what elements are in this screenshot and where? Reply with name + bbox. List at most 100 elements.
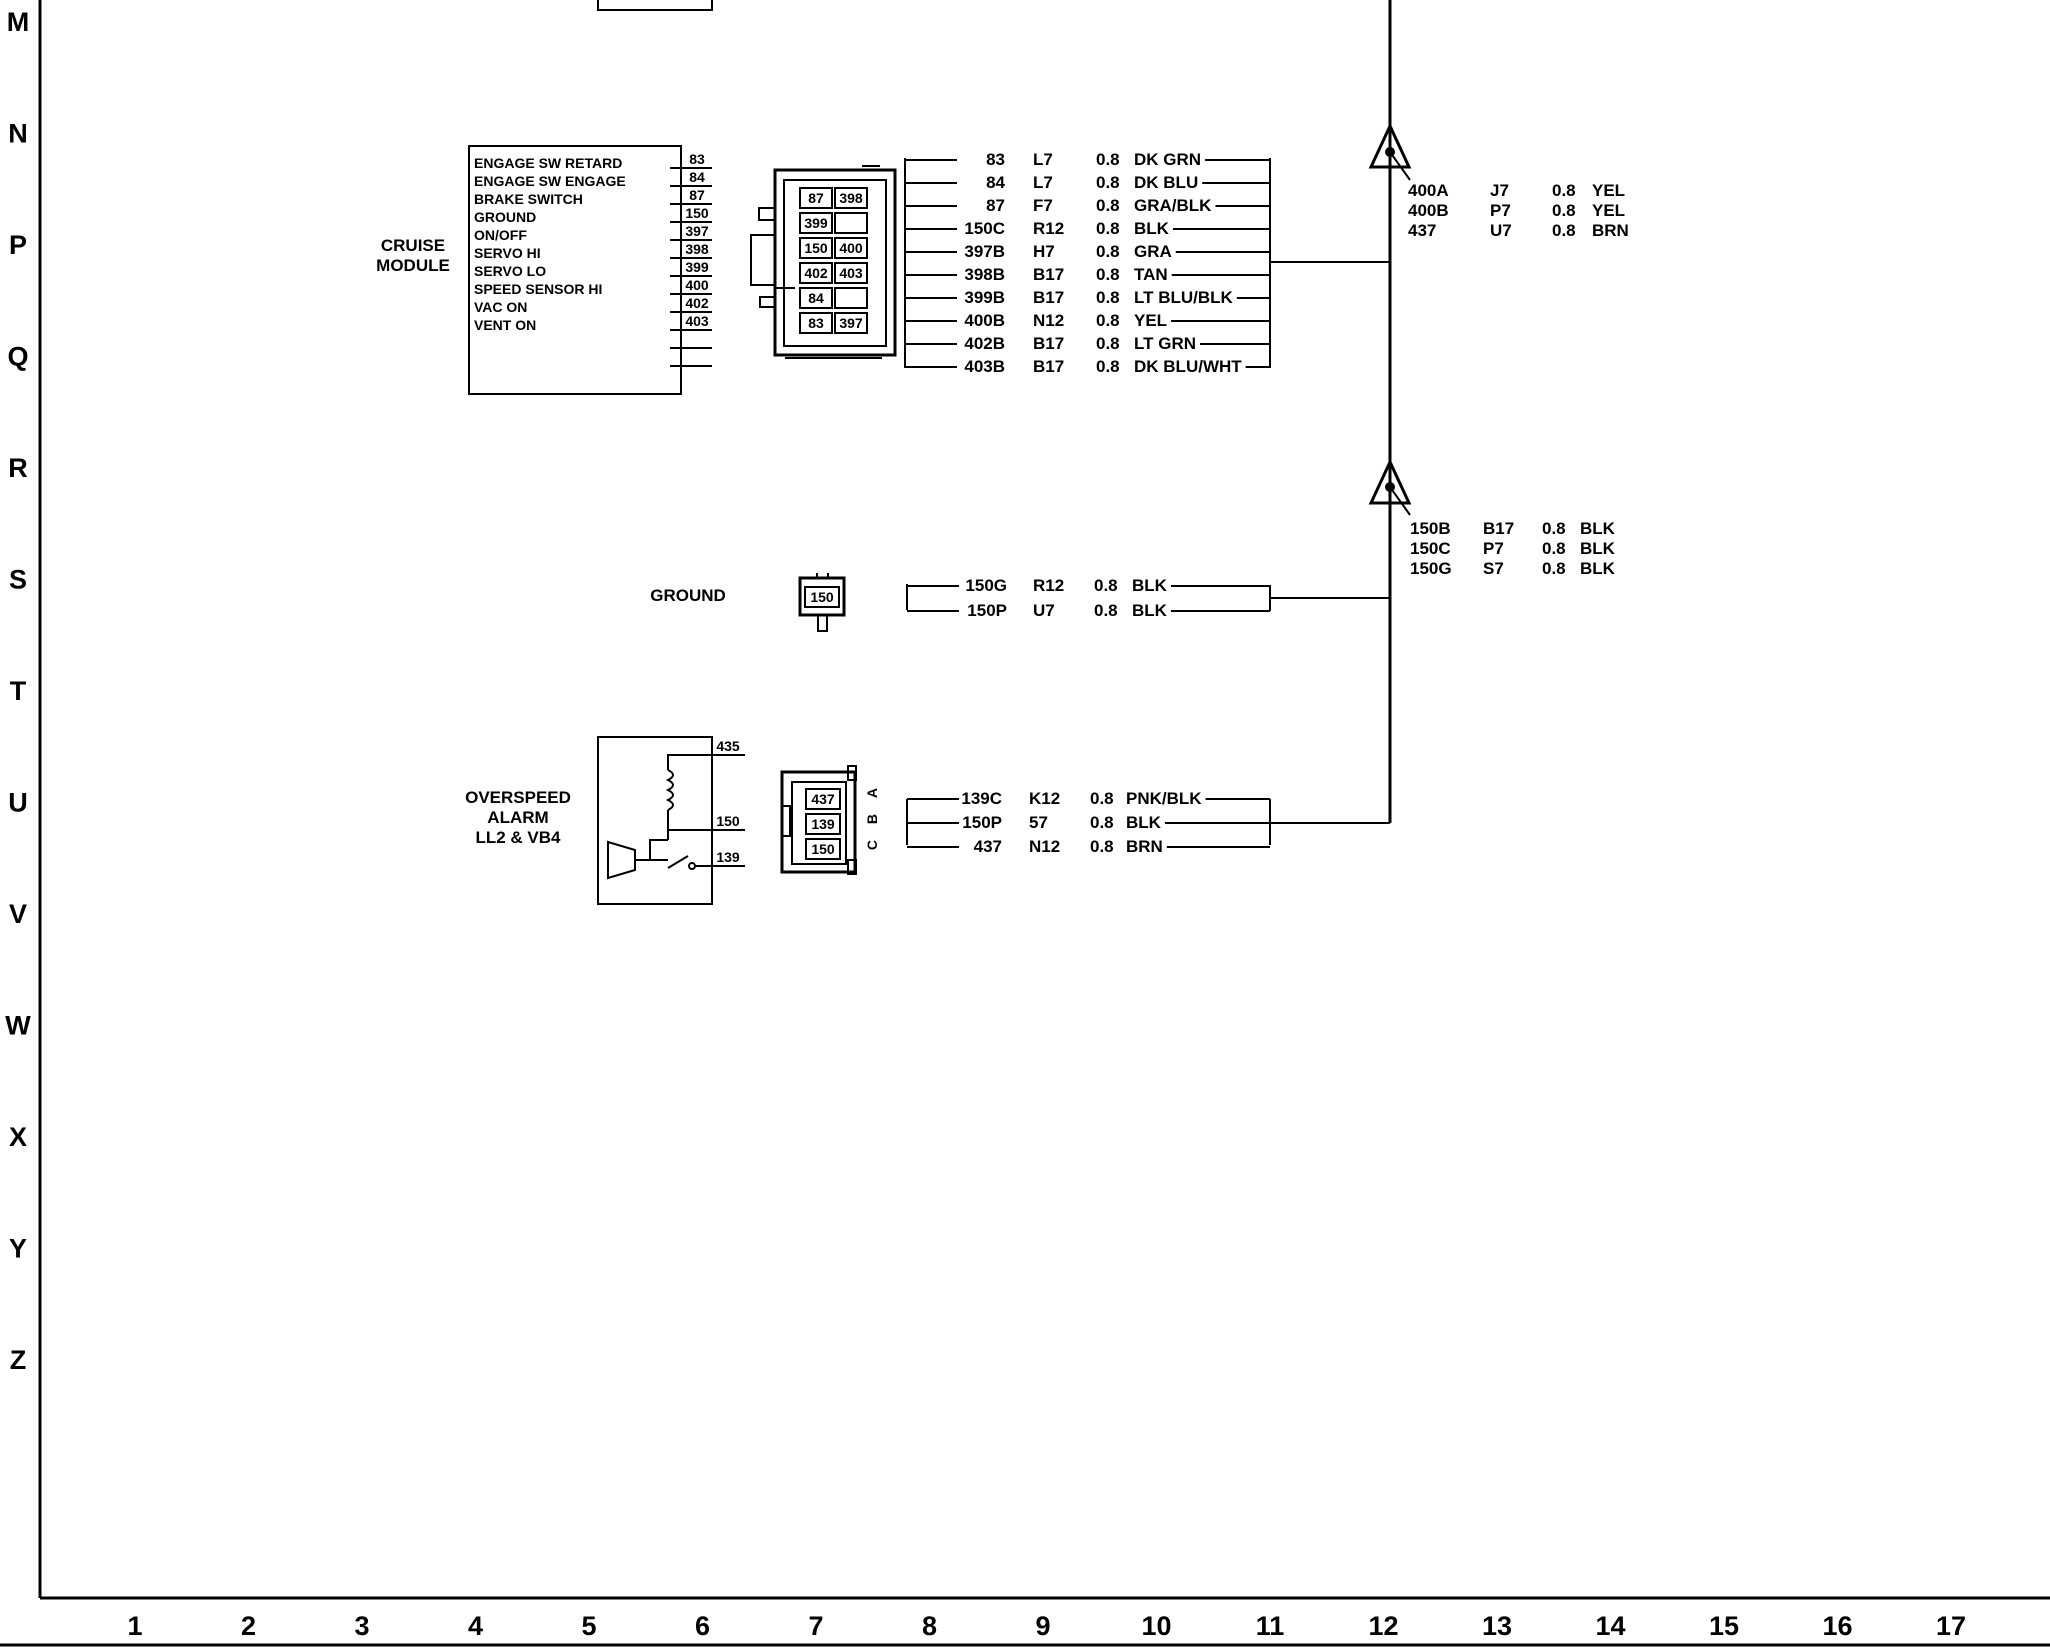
cruise-pin-name: SERVO HI: [474, 245, 541, 261]
grid-row-label: M: [7, 7, 30, 37]
grid-row-label: X: [9, 1122, 27, 1152]
cruise-wire-color: DK BLU/WHT: [1134, 357, 1242, 376]
grid-col-label: 8: [922, 1611, 937, 1641]
alarm-wire-size: 0.8: [1090, 813, 1114, 832]
ground-wire-circuit: 150G: [965, 576, 1007, 595]
alarm-connector-cell: [805, 813, 841, 835]
grid-col-label: 9: [1035, 1611, 1050, 1641]
splice-lower-circuit: 150C: [1410, 539, 1451, 558]
cruise-pin-number: 402: [685, 295, 709, 311]
ground-wire-color: BLK: [1132, 576, 1168, 595]
cruise-connector-cell: [834, 287, 868, 309]
cruise-wire-color: BLK: [1134, 219, 1170, 238]
cruise-connector-cell: [799, 187, 833, 209]
cruise-wire-location: R12: [1033, 219, 1064, 238]
alarm-label-line1: OVERSPEED: [465, 788, 571, 807]
ground-wire-color: BLK: [1132, 601, 1168, 620]
alarm-connector-letters: ABC: [864, 788, 880, 850]
grid-col-label: 6: [695, 1611, 710, 1641]
cruise-wire-color: GRA/BLK: [1134, 196, 1212, 215]
cruise-connector-cell: [834, 262, 868, 284]
grid-row-label: U: [8, 788, 28, 818]
alarm-pin-number: 150: [716, 813, 740, 829]
cruise-wire-color: DK BLU: [1134, 173, 1198, 192]
cruise-wire-size: 0.8: [1096, 219, 1120, 238]
grid-row-label: W: [5, 1011, 31, 1041]
cruise-wire-location: B17: [1033, 265, 1064, 284]
grid-col-label: 10: [1141, 1611, 1171, 1641]
cruise-wire-location: L7: [1033, 173, 1053, 192]
splice-upper-location: P7: [1490, 201, 1511, 220]
splice-upper-color: BRN: [1592, 221, 1629, 240]
cruise-module-label-line1: CRUISE: [381, 236, 445, 255]
splice-upper-size: 0.8: [1552, 181, 1576, 200]
alarm-wire-location: K12: [1029, 789, 1060, 808]
grid-row-label: P: [9, 230, 27, 260]
cruise-connector-cell-label: 399: [804, 215, 828, 231]
splice-lower-color: BLK: [1580, 559, 1616, 578]
cruise-connector-cell: [834, 212, 868, 234]
partial-component-box: [597, 0, 713, 11]
grid-col-label: 15: [1709, 1611, 1739, 1641]
splice-upper-location: J7: [1490, 181, 1509, 200]
alarm-internals: [607, 754, 712, 880]
splice-lower-size: 0.8: [1542, 539, 1566, 558]
grid-row-label: S: [9, 565, 27, 595]
ground-wire-circuit: 150P: [967, 601, 1007, 620]
splice-lower-color: BLK: [1580, 539, 1616, 558]
cruise-pin-number: 398: [685, 241, 709, 257]
cruise-pin-number: 150: [685, 205, 709, 221]
cruise-wire-size: 0.8: [1096, 334, 1120, 353]
cruise-wire-size: 0.8: [1096, 265, 1120, 284]
cruise-pin-name: SPEED SENSOR HI: [474, 281, 602, 297]
grid-col-label: 7: [808, 1611, 823, 1641]
grid-row-label: Q: [7, 342, 28, 372]
splice-upper-circuit: 400B: [1408, 201, 1449, 220]
alarm-connector-cell-label: 139: [811, 816, 835, 832]
cruise-pin-name: ENGAGE SW RETARD: [474, 155, 622, 171]
cruise-wire-color: GRA: [1134, 242, 1172, 261]
splice-lower-circuit: 150B: [1410, 519, 1451, 538]
splice-upper-circuit: 437: [1408, 221, 1436, 240]
ground-wire-size: 0.8: [1094, 576, 1118, 595]
cruise-wire-location: B17: [1033, 357, 1064, 376]
cruise-wire-size: 0.8: [1096, 150, 1120, 169]
ground-connector-cell: 150: [810, 589, 834, 605]
ground-wire-location: R12: [1033, 576, 1064, 595]
cruise-pin-name: BRAKE SWITCH: [474, 191, 583, 207]
alarm-connector-cell: [805, 838, 841, 860]
cruise-wire-size: 0.8: [1096, 242, 1120, 261]
cruise-pin-number: 83: [689, 151, 705, 167]
cruise-pin-number: 400: [685, 277, 709, 293]
cruise-pin-number: 397: [685, 223, 709, 239]
cruise-module-label-line2: MODULE: [376, 256, 450, 275]
alarm-connector-letter: C: [864, 840, 880, 850]
splice-lower-circuit: 150G: [1410, 559, 1452, 578]
cruise-pin-number: 87: [689, 187, 705, 203]
cruise-wire-circuit: 87: [986, 196, 1005, 215]
cruise-pin-name: SERVO LO: [474, 263, 546, 279]
splice-lower-size: 0.8: [1542, 559, 1566, 578]
alarm-connector-cell: [805, 788, 841, 810]
cruise-wire-color: LT GRN: [1134, 334, 1196, 353]
alarm-wire-size: 0.8: [1090, 789, 1114, 808]
ground-wire-size: 0.8: [1094, 601, 1118, 620]
ground-wire-location: U7: [1033, 601, 1055, 620]
splice-lower-location: B17: [1483, 519, 1514, 538]
splice-upper: [1368, 122, 1412, 181]
cruise-pin-name: ON/OFF: [474, 227, 527, 243]
cruise-connector-cell-label: 398: [839, 190, 863, 206]
grid-row-label: V: [9, 899, 27, 929]
splice-upper-size: 0.8: [1552, 201, 1576, 220]
splice-lower-location: P7: [1483, 539, 1504, 558]
alarm-connector-letter: A: [864, 788, 880, 798]
cruise-wire-size: 0.8: [1096, 288, 1120, 307]
alarm-wire-location: N12: [1029, 837, 1060, 856]
cruise-wire-color: TAN: [1134, 265, 1168, 284]
cruise-connector-cell-label: 150: [804, 240, 828, 256]
alarm-wire-color: PNK/BLK: [1126, 789, 1202, 808]
